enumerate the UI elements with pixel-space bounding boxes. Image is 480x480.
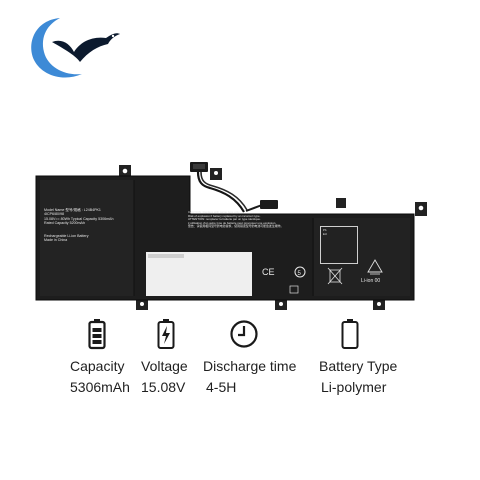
battery-model-label: Model Name 型号/规格 : L24B4PK1: [44, 208, 101, 212]
spec-value: Li-polymer: [321, 379, 387, 395]
battery-chemistry-line: Rechargeable Li-ion Battery: [44, 233, 89, 238]
eu-mark: EU: [323, 231, 327, 236]
spec-label: Battery Type: [319, 358, 398, 374]
svg-text:5: 5: [298, 271, 302, 277]
clock-icon: [230, 320, 258, 348]
battery-spec-label: Model Name 型号/规格 : L24B4PK1 4ICP6/80/98 …: [44, 208, 134, 242]
spec-discharge-time: Discharge time 4-5H: [203, 318, 303, 398]
spec-value: 4-5H: [206, 379, 237, 395]
battery-caution-label: CAUTION: Replace with same type only. Ri…: [188, 211, 338, 229]
caution-line: 警告：请使用相同型号的电池替换，使用错误型号的电池可能会发生爆炸。: [188, 224, 284, 229]
caution-line: L'utilisation d'un autre type de batteri…: [188, 220, 277, 225]
li-ion-mark: Li-ion 00: [361, 278, 381, 284]
battery-made-in: Made in China: [44, 238, 68, 243]
bird-swoosh-logo-icon: [31, 18, 120, 78]
battery-model-code: 4ICP6/80/98: [44, 212, 64, 217]
battery-rated-line: Rated Capacity 5200mAh: [44, 221, 85, 226]
spec-capacity: Capacity 5306mAh: [70, 318, 150, 398]
spec-label: Capacity: [70, 358, 125, 374]
spec-label: Discharge time: [203, 358, 297, 374]
spec-value: 5306mAh: [70, 379, 130, 395]
spec-row: Capacity 5306mAh Voltage 15.08V Discharg…: [0, 318, 480, 398]
spec-label: Voltage: [141, 358, 188, 374]
pb-mark: Pb: [323, 228, 327, 232]
battery-capacity-icon: [88, 319, 106, 350]
spec-voltage: Voltage 15.08V: [141, 318, 201, 398]
caution-line: Risk of explosion if battery replaced by…: [188, 213, 261, 218]
battery-voltage-line: 15.08V== 80Wh Typical Capacity 5306mAh: [44, 216, 114, 221]
svg-text:CE: CE: [262, 267, 275, 277]
battery-voltage-icon: [157, 319, 175, 349]
caution-line: ATTENTION: remplacer la batterie par un …: [188, 217, 261, 222]
caution-title: CAUTION: Replace with same type only.: [188, 211, 240, 214]
battery-type-icon: [341, 319, 359, 349]
battery-info-box: Pb EU: [320, 226, 358, 264]
battery-pack-image: CE 5 Model Name 型号/规格 : L24B4PK1 4ICP6/8…: [30, 160, 450, 310]
spec-value: 15.08V: [141, 379, 186, 395]
spec-battery-type: Battery Type Li-polymer: [319, 318, 409, 398]
